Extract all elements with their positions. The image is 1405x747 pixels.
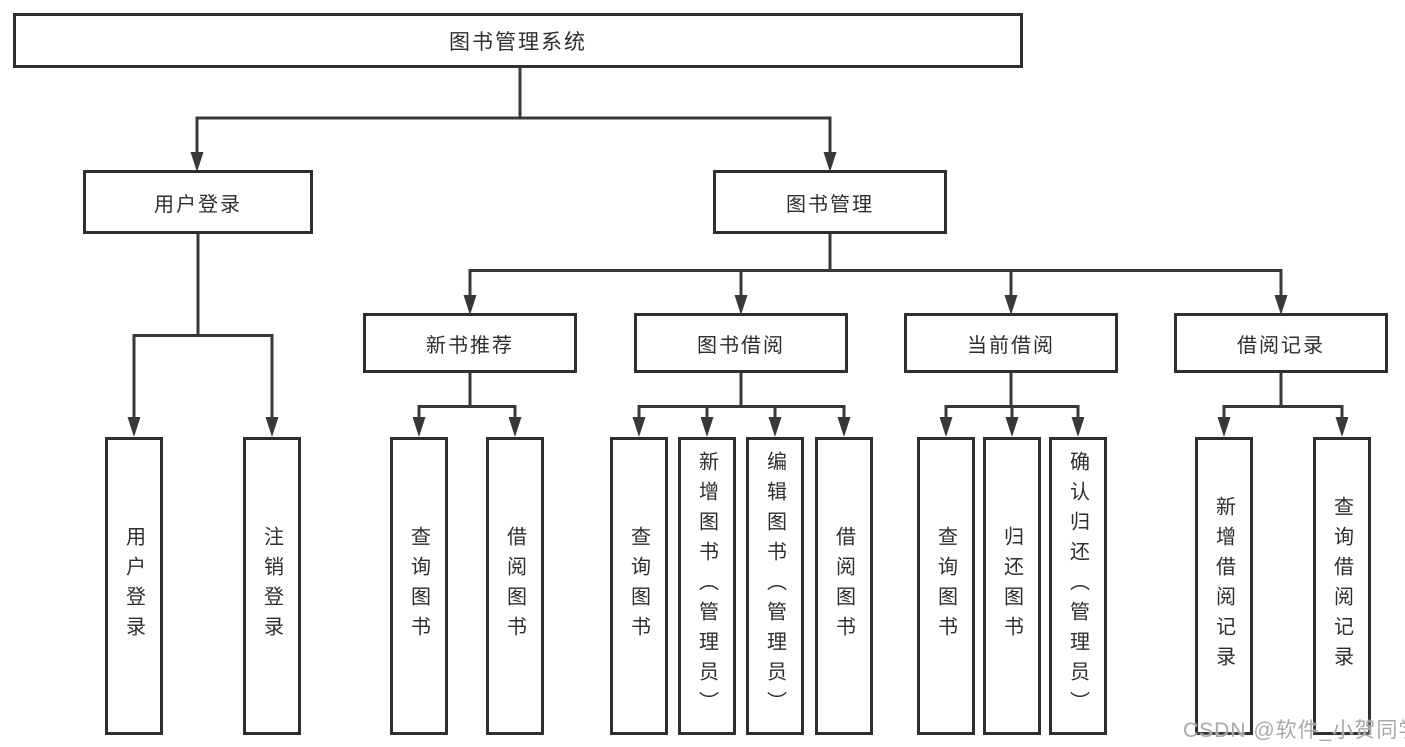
leaf-label: 查询借阅记录 xyxy=(1330,496,1353,676)
node-current-borrowing: 当前借阅 xyxy=(904,313,1118,373)
leaf-label: 查询图书 xyxy=(627,526,650,646)
connector-user-login xyxy=(127,234,279,437)
connector-book-borrow xyxy=(632,373,851,437)
node-user-login: 用户登录 xyxy=(83,170,313,234)
connector-current-borrow xyxy=(939,373,1085,437)
leaf-label: 查询图书 xyxy=(407,526,430,646)
node-borrowing-records: 借阅记录 xyxy=(1174,313,1388,373)
csdn-watermark: CSDN @软件_小贺同学 xyxy=(1183,719,1405,742)
leaf-query-borrow-record: 查询借阅记录 xyxy=(1313,437,1371,735)
leaf-add-books-admin: 新增图书（管理员） xyxy=(678,437,736,735)
leaf-label: 注销登录 xyxy=(260,526,283,646)
node-new-book-recommend: 新书推荐 xyxy=(363,313,577,373)
node-label: 借阅记录 xyxy=(1237,334,1325,357)
node-root-library-system: 图书管理系统 xyxy=(13,13,1023,68)
leaf-user-login: 用户登录 xyxy=(105,437,163,735)
leaf-logout: 注销登录 xyxy=(243,437,301,735)
leaf-label: 借阅图书 xyxy=(832,526,855,646)
leaf-query-books-current: 查询图书 xyxy=(917,437,975,735)
node-label: 新书推荐 xyxy=(426,334,514,357)
connector-new-book-rec xyxy=(412,373,522,437)
leaf-borrow-books-rec: 借阅图书 xyxy=(486,437,544,735)
leaf-label: 归还图书 xyxy=(1000,526,1023,646)
connector-root xyxy=(190,68,837,172)
node-book-borrowing: 图书借阅 xyxy=(634,313,848,373)
node-label: 当前借阅 xyxy=(967,334,1055,357)
leaf-label: 确认归还（管理员） xyxy=(1066,451,1089,721)
node-label: 图书借阅 xyxy=(697,334,785,357)
leaf-label: 查询图书 xyxy=(934,526,957,646)
leaf-label: 编辑图书（管理员） xyxy=(763,451,786,721)
node-label: 图书管理系统 xyxy=(449,30,587,54)
node-label: 用户登录 xyxy=(154,193,242,216)
leaf-add-borrow-record: 新增借阅记录 xyxy=(1195,437,1253,735)
node-book-management: 图书管理 xyxy=(713,170,947,234)
leaf-confirm-return-admin: 确认归还（管理员） xyxy=(1049,437,1107,735)
leaf-query-books-borrow: 查询图书 xyxy=(610,437,668,735)
leaf-label: 用户登录 xyxy=(122,526,145,646)
leaf-borrow-books: 借阅图书 xyxy=(815,437,873,735)
node-label: 图书管理 xyxy=(786,193,874,216)
connector-borrow-record xyxy=(1217,373,1349,437)
leaf-label: 新增借阅记录 xyxy=(1212,496,1235,676)
leaf-label: 新增图书（管理员） xyxy=(695,451,718,721)
connector-book-mgmt xyxy=(463,234,1288,315)
leaf-edit-books-admin: 编辑图书（管理员） xyxy=(746,437,804,735)
leaf-query-books-rec: 查询图书 xyxy=(390,437,448,735)
leaf-label: 借阅图书 xyxy=(503,526,526,646)
leaf-return-books: 归还图书 xyxy=(983,437,1041,735)
